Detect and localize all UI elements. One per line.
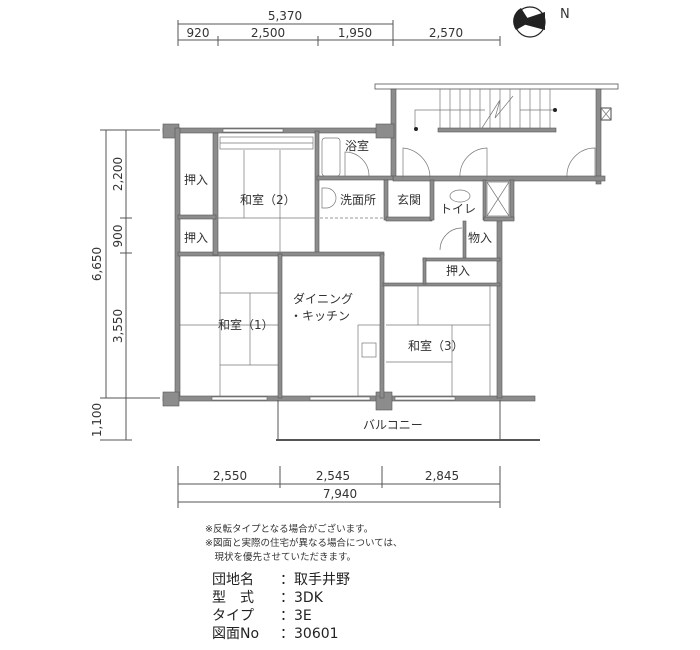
dim-top-3: 1,950 bbox=[338, 26, 372, 40]
dim-top-2: 2,500 bbox=[251, 26, 285, 40]
note-line: ※反転タイプとなる場合がございます。 bbox=[205, 524, 374, 535]
walls bbox=[162, 123, 536, 411]
dim-bottom-total: 7,940 bbox=[323, 487, 357, 501]
left-dimensions: 6,650 2,200 900 3,550 1,100 bbox=[90, 129, 160, 441]
top-dimensions: 5,370 920 2,500 1,950 2,570 bbox=[177, 9, 501, 46]
dim-bottom-1: 2,550 bbox=[213, 469, 247, 483]
dim-left-3: 3,550 bbox=[111, 309, 125, 343]
dim-left-1: 2,200 bbox=[111, 157, 125, 191]
room-oshiire-c: 押入 bbox=[446, 264, 470, 278]
info-label: 図面No bbox=[212, 626, 260, 642]
info-value: 3E bbox=[294, 608, 312, 624]
room-washitsu-2: 和室（2） bbox=[240, 192, 296, 207]
dim-top-1: 920 bbox=[187, 26, 210, 40]
dim-left-2: 900 bbox=[111, 225, 125, 248]
info-label: 型 式 bbox=[212, 590, 254, 606]
note-line: 現状を優先させていただきます。 bbox=[205, 552, 357, 563]
dim-left-4: 1,100 bbox=[90, 403, 104, 437]
dim-top-4: 2,570 bbox=[429, 26, 463, 40]
room-toilet: トイレ bbox=[440, 202, 476, 216]
dim-bottom-3: 2,845 bbox=[425, 469, 459, 483]
info-value: 取手井野 bbox=[294, 572, 350, 588]
info-row: 図面No：30601 bbox=[212, 626, 339, 642]
balcony bbox=[276, 400, 540, 441]
room-bath: 浴室 bbox=[345, 138, 369, 153]
room-washroom: 洗面所 bbox=[340, 193, 376, 207]
info-row: 型 式：3DK bbox=[212, 590, 323, 606]
unit-info: 団地名：取手井野 型 式：3DK タイプ：3E 図面No：30601 bbox=[212, 571, 350, 643]
stairwell bbox=[374, 83, 619, 185]
info-row: 団地名：取手井野 bbox=[212, 572, 350, 588]
room-balcony: バルコニー bbox=[363, 418, 423, 432]
room-oshiire-a: 押入 bbox=[184, 173, 208, 187]
note-line: ※図面と実際の住宅が異なる場合については、 bbox=[205, 538, 403, 549]
info-row: タイプ：3E bbox=[212, 608, 312, 624]
dim-left-total: 6,650 bbox=[90, 247, 104, 281]
windows bbox=[211, 128, 456, 401]
room-washitsu-1: 和室（1） bbox=[218, 317, 274, 332]
room-labels: 和室（2） 和室（1） 和室（3） 押入 押入 押入 浴室 洗面所 玄関 トイレ… bbox=[184, 138, 492, 432]
room-dk-line1: ダイニング bbox=[293, 291, 353, 306]
compass-north-label: N bbox=[560, 7, 570, 22]
room-storage: 物入 bbox=[468, 231, 492, 245]
room-entrance: 玄関 bbox=[397, 192, 421, 207]
info-value: 30601 bbox=[294, 626, 339, 642]
compass-icon: N bbox=[513, 6, 570, 38]
room-oshiire-b: 押入 bbox=[184, 231, 208, 245]
dim-bottom-2: 2,545 bbox=[316, 469, 350, 483]
info-value: 3DK bbox=[294, 590, 323, 606]
room-dk-line2: ・キッチン bbox=[290, 309, 350, 323]
info-label: 団地名 bbox=[212, 572, 254, 588]
bottom-dimensions: 2,550 2,545 2,845 7,940 bbox=[177, 466, 501, 508]
dim-top-total: 5,370 bbox=[268, 9, 302, 23]
fixtures bbox=[180, 136, 510, 397]
info-label: タイプ bbox=[212, 608, 254, 624]
notes: ※反転タイプとなる場合がございます。 ※図面と実際の住宅が異なる場合については、… bbox=[205, 523, 403, 565]
room-washitsu-3: 和室（3） bbox=[408, 338, 464, 353]
